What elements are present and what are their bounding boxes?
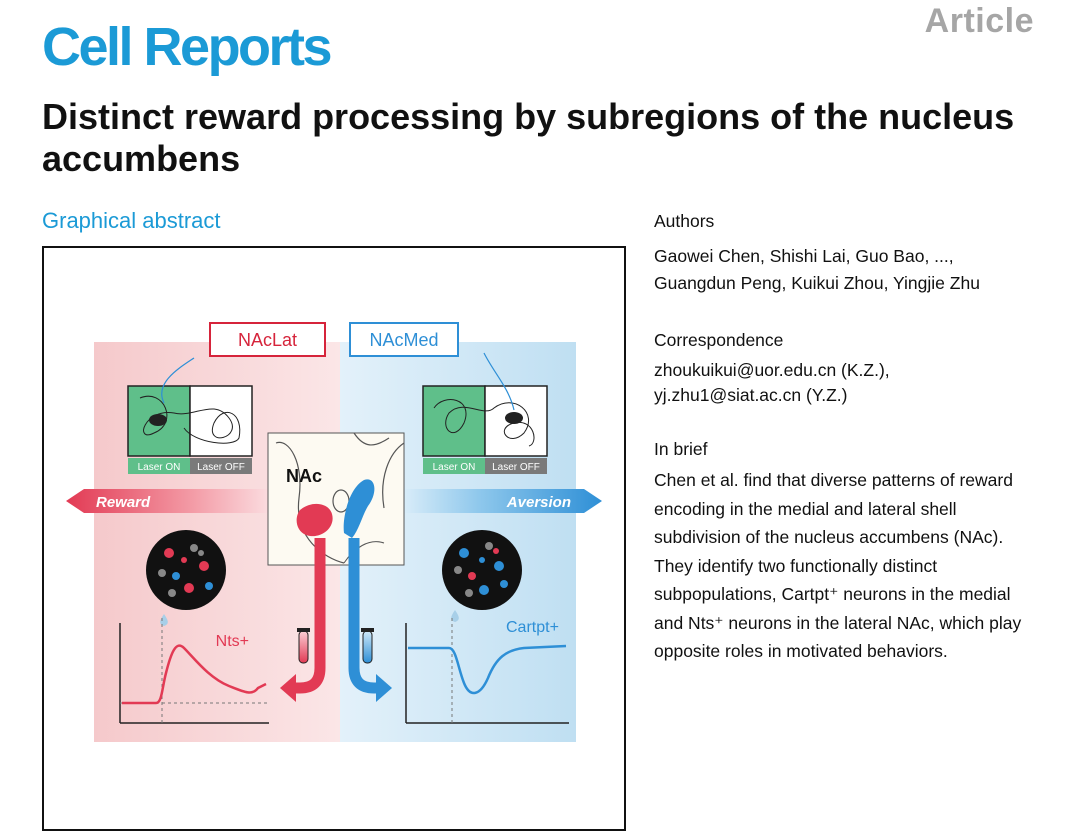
in-brief-text: Chen et al. find that diverse patterns o… — [654, 470, 1022, 661]
medial-region — [343, 479, 375, 538]
svg-text:NAcMed: NAcMed — [369, 330, 438, 350]
graphical-abstract-heading: Graphical abstract — [42, 208, 221, 233]
nac-lat-label: NAcLat — [209, 322, 326, 357]
mouse-icon — [149, 414, 167, 426]
svg-text:Aversion: Aversion — [506, 494, 571, 511]
right-laser-arena: Laser ON Laser OFF — [422, 352, 548, 474]
nts-trace-plot: Nts+ — [119, 618, 269, 724]
svg-text:Laser OFF: Laser OFF — [492, 462, 540, 473]
drop-icon — [160, 614, 168, 626]
cartpt-trace — [408, 644, 567, 695]
reward-arrow: Reward — [66, 489, 274, 513]
in-brief-heading: In brief — [654, 439, 708, 459]
nts-trace — [122, 644, 267, 705]
svg-text:Laser ON: Laser ON — [433, 462, 476, 473]
authors-line: Gaowei Chen, Shishi Lai, Guo Bao, ..., — [654, 246, 954, 266]
blue-tube-icon — [361, 628, 374, 664]
graphical-abstract-svg: NAcLat NAcMed Laser ON Laser OFF — [66, 322, 602, 742]
email-link[interactable]: zhoukuikui@uor.edu.cn (K.Z.), — [654, 360, 890, 380]
authors-list: Gaowei Chen, Shishi Lai, Guo Bao, ..., G… — [654, 243, 1054, 297]
graphical-abstract-figure: NAcLat NAcMed Laser ON Laser OFF — [42, 246, 626, 831]
lateral-region — [296, 503, 333, 537]
nac-brain-section: NAc — [267, 432, 405, 566]
svg-text:Nts+: Nts+ — [216, 633, 249, 650]
red-tube-icon — [297, 628, 310, 664]
paper-title: Distinct reward processing by subregions… — [42, 96, 1015, 179]
aversion-arrow: Aversion — [396, 489, 602, 513]
journal-logo: Cell Reports — [42, 17, 333, 77]
left-laser-arena: Laser ON Laser OFF — [127, 357, 253, 474]
medial-neuron-field — [442, 530, 522, 610]
svg-text:Cartpt+: Cartpt+ — [506, 619, 559, 636]
article-type-label: Article — [924, 2, 1034, 40]
mouse-icon — [505, 412, 523, 424]
svg-text:Laser OFF: Laser OFF — [197, 462, 245, 473]
email-link[interactable]: yj.zhu1@siat.ac.cn (Y.Z.) — [654, 385, 848, 405]
authors-line: Guangdun Peng, Kuikui Zhou, Yingjie Zhu — [654, 273, 980, 293]
svg-text:Reward: Reward — [96, 494, 151, 511]
drop-icon — [451, 610, 459, 622]
authors-heading: Authors — [654, 211, 715, 231]
correspondence-emails: zhoukuikui@uor.edu.cn (K.Z.), yj.zhu1@si… — [654, 358, 1054, 408]
svg-text:NAc: NAc — [286, 466, 322, 486]
blue-flow-arrow — [348, 538, 380, 694]
lateral-neuron-field — [146, 530, 226, 610]
nac-med-label: NAcMed — [349, 322, 459, 357]
svg-text:Laser ON: Laser ON — [138, 462, 181, 473]
correspondence-heading: Correspondence — [654, 330, 784, 350]
svg-text:NAcLat: NAcLat — [238, 330, 297, 350]
red-flow-arrow — [292, 538, 326, 694]
cartpt-trace-plot: Cartpt+ — [405, 618, 569, 724]
